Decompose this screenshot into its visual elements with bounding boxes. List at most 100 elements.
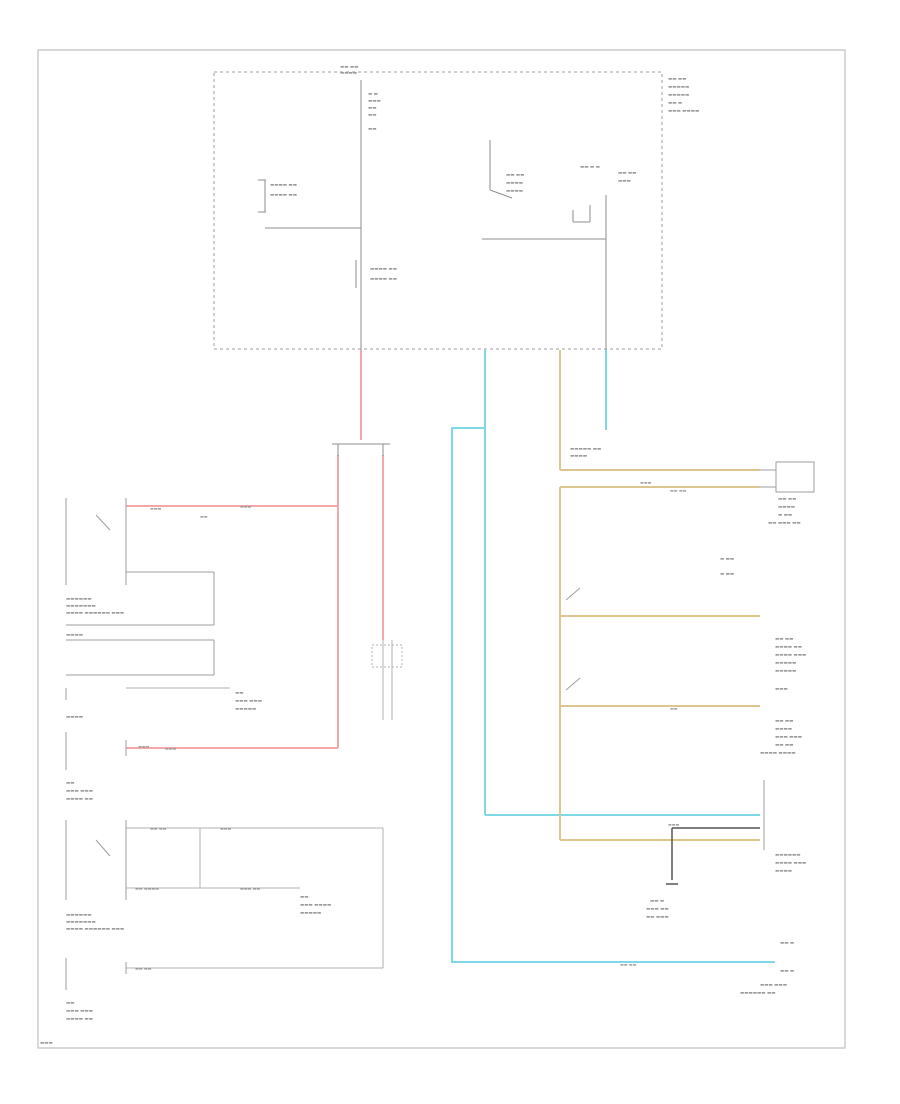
svg-text:▬▬▬▬▬▬ ▬▬: ▬▬▬▬▬▬ ▬▬: [740, 991, 775, 996]
svg-text:▬▬▬▬: ▬▬▬▬: [66, 715, 83, 720]
svg-text:▬▬▬▬▬: ▬▬▬▬▬: [775, 661, 796, 666]
svg-text:▬▬ ▬▬: ▬▬ ▬▬: [135, 966, 152, 971]
svg-text:▬▬: ▬▬: [66, 1001, 75, 1006]
svg-text:▬▬▬▬: ▬▬▬▬: [506, 189, 523, 194]
svg-text:▬▬ ▬▬: ▬▬ ▬▬: [150, 826, 167, 831]
svg-text:▬▬▬ ▬▬▬: ▬▬▬ ▬▬▬: [235, 699, 262, 704]
svg-text:▬▬ ▬▬▬ ▬▬: ▬▬ ▬▬▬ ▬▬: [768, 521, 801, 526]
gray-wiring-lower: [126, 640, 403, 969]
svg-text:▬▬▬: ▬▬▬: [138, 744, 150, 749]
svg-text:▬▬▬▬▬: ▬▬▬▬▬: [668, 85, 689, 90]
svg-text:▬ ▬▬: ▬ ▬▬: [720, 557, 734, 562]
svg-text:▬▬▬▬ ▬▬: ▬▬▬▬ ▬▬: [270, 193, 297, 198]
component-labels-left: ▬▬▬▬▬▬ ▬▬▬▬▬▬▬ ▬▬▬▬ ▬▬▬▬▬▬ ▬▬▬ ▬▬▬▬ ▬▬▬▬…: [40, 597, 331, 1046]
svg-text:▬▬▬▬ ▬▬▬: ▬▬▬▬ ▬▬▬: [775, 861, 806, 866]
right-connector-top: [760, 461, 815, 493]
ground-wire: [666, 827, 760, 885]
svg-text:▬▬ ▬: ▬▬ ▬: [668, 101, 682, 106]
trans-switch-lower: [65, 820, 127, 900]
svg-text:▬▬▬▬ ▬▬▬▬▬▬ ▬▬▬: ▬▬▬▬ ▬▬▬▬▬▬ ▬▬▬: [66, 611, 124, 616]
svg-text:▬▬▬: ▬▬▬: [618, 179, 631, 184]
svg-text:▬▬ ▬▬: ▬▬ ▬▬: [670, 488, 687, 493]
svg-text:▬▬▬▬: ▬▬▬▬: [775, 727, 792, 732]
svg-text:▬▬▬▬▬▬: ▬▬▬▬▬▬: [66, 913, 92, 918]
blue-wire: [451, 350, 775, 963]
svg-text:▬▬ ▬ ▬: ▬▬ ▬ ▬: [580, 165, 600, 170]
svg-text:▬▬▬▬: ▬▬▬▬: [340, 71, 357, 76]
svg-text:▬▬: ▬▬: [368, 106, 377, 111]
svg-text:▬▬▬▬▬▬: ▬▬▬▬▬▬: [66, 597, 92, 602]
component-labels-right: ▬▬▬▬▬ ▬▬ ▬▬▬▬ ▬▬ ▬▬ ▬▬▬▬ ▬ ▬▬ ▬▬ ▬▬▬ ▬▬ …: [570, 447, 806, 996]
svg-text:▬▬▬▬ ▬▬▬: ▬▬▬▬ ▬▬▬: [775, 653, 806, 658]
switch-block-a: [65, 639, 215, 700]
svg-text:▬▬▬▬ ▬▬▬▬▬▬ ▬▬▬: ▬▬▬▬ ▬▬▬▬▬▬ ▬▬▬: [66, 927, 124, 932]
trans-switch-upper: [65, 498, 215, 626]
svg-text:▬▬▬: ▬▬▬: [668, 822, 680, 827]
red-wire: [126, 350, 384, 749]
svg-text:▬▬▬: ▬▬▬: [368, 99, 381, 104]
svg-text:▬▬▬: ▬▬▬: [240, 504, 252, 509]
svg-text:▬▬ ▬: ▬▬ ▬: [780, 969, 794, 974]
svg-text:▬▬▬▬ ▬▬▬▬: ▬▬▬▬ ▬▬▬▬: [760, 751, 795, 756]
svg-text:▬▬▬▬▬: ▬▬▬▬▬: [300, 911, 321, 916]
svg-text:▬ ▬▬: ▬ ▬▬: [778, 513, 792, 518]
svg-text:▬▬▬▬ ▬▬: ▬▬▬▬ ▬▬: [66, 797, 93, 802]
svg-text:▬▬▬: ▬▬▬: [40, 1041, 53, 1046]
svg-text:▬▬ ▬▬: ▬▬ ▬▬: [775, 719, 793, 724]
svg-text:▬▬▬▬▬▬: ▬▬▬▬▬▬: [775, 853, 801, 858]
svg-text:▬▬: ▬▬: [66, 781, 75, 786]
svg-text:▬▬ ▬▬: ▬▬ ▬▬: [775, 637, 793, 642]
svg-text:▬▬▬▬▬ ▬▬: ▬▬▬▬▬ ▬▬: [570, 447, 601, 452]
svg-text:▬▬: ▬▬: [200, 514, 208, 519]
svg-text:▬▬▬▬ ▬▬: ▬▬▬▬ ▬▬: [775, 645, 802, 650]
svg-text:▬▬ ▬▬▬▬: ▬▬ ▬▬▬▬: [135, 886, 159, 891]
svg-text:▬▬▬ ▬▬: ▬▬▬ ▬▬: [646, 907, 669, 912]
svg-text:▬▬: ▬▬: [368, 127, 377, 132]
svg-text:▬▬: ▬▬: [300, 895, 309, 900]
svg-text:▬▬ ▬▬: ▬▬ ▬▬: [620, 962, 637, 967]
svg-text:▬▬▬ ▬▬▬: ▬▬▬ ▬▬▬: [775, 735, 802, 740]
svg-text:▬▬▬: ▬▬▬: [775, 687, 788, 692]
svg-text:▬▬▬▬ ▬▬: ▬▬▬▬ ▬▬: [370, 267, 397, 272]
svg-text:▬▬▬▬▬: ▬▬▬▬▬: [668, 93, 689, 98]
svg-text:▬▬▬▬: ▬▬▬▬: [66, 633, 83, 638]
svg-text:▬▬ ▬▬: ▬▬ ▬▬: [668, 77, 686, 82]
svg-text:▬▬▬▬: ▬▬▬▬: [775, 869, 792, 874]
switch-block-c: [65, 958, 127, 990]
svg-text:▬▬▬: ▬▬▬: [150, 506, 162, 511]
top-module-box: [213, 71, 663, 350]
svg-text:▬▬ ▬▬: ▬▬ ▬▬: [775, 743, 793, 748]
svg-text:▬▬▬: ▬▬▬: [640, 480, 652, 485]
svg-text:▬▬▬▬ ▬▬: ▬▬▬▬ ▬▬: [66, 1017, 93, 1022]
svg-text:▬▬▬▬ ▬▬: ▬▬▬▬ ▬▬: [370, 277, 397, 282]
svg-text:▬▬: ▬▬: [235, 691, 244, 696]
svg-text:▬ ▬▬: ▬ ▬▬: [720, 572, 734, 577]
svg-text:▬▬▬ ▬▬▬▬: ▬▬▬ ▬▬▬▬: [300, 903, 331, 908]
svg-text:▬▬▬ ▬▬▬: ▬▬▬ ▬▬▬: [66, 1009, 93, 1014]
svg-text:▬▬▬▬▬: ▬▬▬▬▬: [775, 669, 796, 674]
svg-text:▬▬▬: ▬▬▬: [165, 746, 177, 751]
svg-text:▬▬▬▬▬▬▬: ▬▬▬▬▬▬▬: [66, 604, 96, 609]
svg-text:▬▬▬ ▬▬: ▬▬▬ ▬▬: [240, 886, 260, 891]
svg-text:▬▬▬▬: ▬▬▬▬: [506, 181, 523, 186]
tan-wire: [559, 350, 760, 841]
svg-text:▬▬ ▬▬▬: ▬▬ ▬▬▬: [646, 915, 669, 920]
svg-text:▬▬ ▬: ▬▬ ▬: [780, 941, 794, 946]
diagram-border: [37, 49, 846, 1049]
svg-text:▬▬ ▬▬: ▬▬ ▬▬: [778, 497, 796, 502]
svg-text:▬▬: ▬▬: [670, 706, 678, 711]
module-internal-wiring: [258, 80, 607, 350]
svg-text:▬▬▬ ▬▬▬: ▬▬▬ ▬▬▬: [66, 789, 93, 794]
svg-text:▬▬▬▬: ▬▬▬▬: [778, 505, 795, 510]
svg-text:▬▬▬ ▬▬▬▬: ▬▬▬ ▬▬▬▬: [668, 109, 699, 114]
svg-text:▬▬▬: ▬▬▬: [220, 826, 232, 831]
svg-text:▬▬▬ ▬▬▬: ▬▬▬ ▬▬▬: [760, 983, 787, 988]
svg-text:▬▬ ▬▬: ▬▬ ▬▬: [618, 171, 636, 176]
svg-text:▬▬▬▬▬▬▬: ▬▬▬▬▬▬▬: [66, 920, 96, 925]
svg-text:▬▬▬▬▬: ▬▬▬▬▬: [235, 707, 256, 712]
module-labels: ▬▬ ▬▬ ▬▬▬▬ ▬ ▬ ▬▬▬ ▬▬ ▬▬ ▬▬ ▬▬▬▬ ▬▬ ▬▬▬▬…: [270, 65, 699, 282]
svg-text:▬▬▬▬ ▬▬: ▬▬▬▬ ▬▬: [270, 183, 297, 188]
svg-text:▬▬ ▬: ▬▬ ▬: [650, 899, 664, 904]
